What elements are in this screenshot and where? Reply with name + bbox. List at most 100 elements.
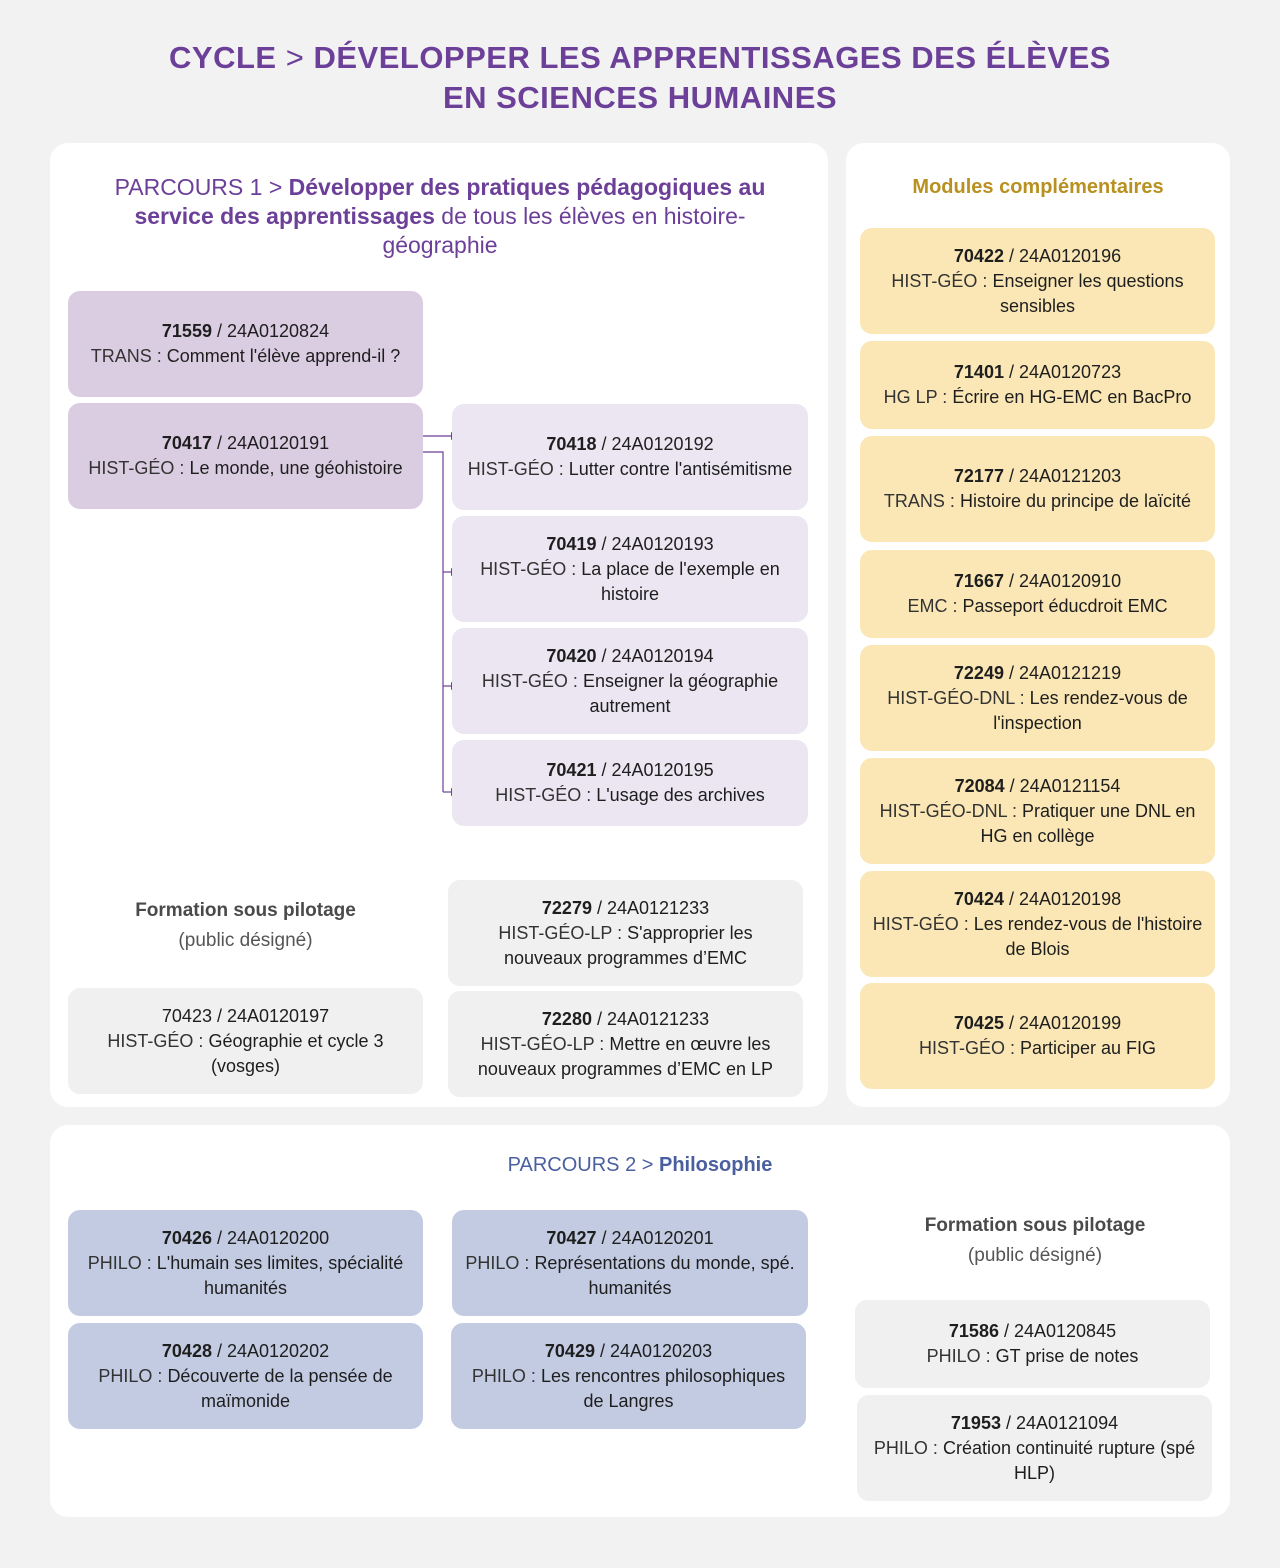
course-card-70421[interactable]: 70421 / 24A0120195 HIST-GÉO : L'usage de… xyxy=(452,740,808,826)
course-id: 24A0121154 xyxy=(1019,775,1121,796)
title-main-line1: DÉVELOPPER LES APPRENTISSAGES DES ÉLÈVES xyxy=(313,40,1111,75)
course-code: 72249 xyxy=(953,662,1004,683)
course-domain: TRANS : xyxy=(90,346,162,366)
course-id: 24A0120201 xyxy=(611,1227,714,1248)
course-domain: HIST-GÉO : xyxy=(918,1038,1015,1058)
module-card-71667[interactable]: 71667 / 24A0120910 EMC : Passeport éducd… xyxy=(860,550,1215,638)
course-label: GT prise de notes xyxy=(995,1346,1139,1366)
course-label: Lutter contre l'antisémitisme xyxy=(568,459,793,479)
course-code: 72280 xyxy=(541,1008,592,1029)
parcours2-label: PARCOURS 2 > xyxy=(507,1154,654,1176)
course-domain: HIST-GÉO : xyxy=(88,458,185,478)
module-card-70424[interactable]: 70424 / 24A0120198 HIST-GÉO : Les rendez… xyxy=(860,871,1215,977)
course-code: 71401 xyxy=(953,362,1004,382)
course-domain: HIST-GÉO-LP : xyxy=(480,1033,605,1054)
course-card-70428[interactable]: 70428 / 24A0120202 PHILO : Découverte de… xyxy=(68,1323,423,1429)
course-code: 72279 xyxy=(541,897,592,918)
course-code: 70418 xyxy=(546,434,597,454)
parcours1-rest: de tous les élèves en histoire-géographi… xyxy=(382,203,746,258)
course-id: 24A0121233 xyxy=(606,897,710,918)
course-label: Les rendez-vous de l'histoire de Blois xyxy=(973,913,1203,959)
course-card-70420[interactable]: 70420 / 24A0120194 HIST-GÉO : Enseigner … xyxy=(452,628,808,734)
parcours1-label: PARCOURS 1 > xyxy=(114,174,283,200)
course-domain: PHILO : xyxy=(465,1252,530,1273)
course-card-70426[interactable]: 70426 / 24A0120200 PHILO : L'humain ses … xyxy=(68,1210,423,1316)
course-domain: HIST-GÉO : xyxy=(481,670,578,691)
course-label: La place de l'exemple en histoire xyxy=(581,558,780,604)
course-code: 71953 xyxy=(950,1412,1001,1433)
course-card-70417[interactable]: 70417 / 24A0120191 HIST-GÉO : Le monde, … xyxy=(68,403,423,509)
course-label: Participer au FIG xyxy=(1019,1038,1157,1058)
course-card-72280[interactable]: 72280 / 24A0121233 HIST-GÉO-LP : Mettre … xyxy=(448,991,803,1097)
course-card-71559[interactable]: 71559 / 24A0120824 TRANS : Comment l'élè… xyxy=(68,291,423,397)
course-domain: HIST-GÉO : xyxy=(891,270,988,291)
course-id: 24A0120200 xyxy=(226,1227,330,1248)
course-label: Histoire du principe de laïcité xyxy=(959,491,1192,511)
course-id: 24A0120194 xyxy=(611,645,714,666)
course-label: Comment l'élève apprend-il ? xyxy=(166,346,401,366)
course-domain: HIST-GÉO-LP : xyxy=(498,922,623,943)
course-card-70419[interactable]: 70419 / 24A0120193 HIST-GÉO : La place d… xyxy=(452,516,808,622)
course-code: 70423 xyxy=(161,1005,212,1026)
course-card-71586[interactable]: 71586 / 24A0120845 PHILO : GT prise de n… xyxy=(855,1300,1210,1388)
course-domain: HG LP : xyxy=(883,387,948,407)
course-domain: HIST-GÉO-DNL : xyxy=(887,687,1025,708)
course-label: Création continuité rupture (spé HLP) xyxy=(942,1437,1196,1483)
course-domain: HIST-GÉO : xyxy=(107,1030,204,1051)
page-title: CYCLE > DÉVELOPPER LES APPRENTISSAGES DE… xyxy=(0,38,1280,118)
parcours2-bold: Philosophie xyxy=(659,1154,773,1176)
pilot-subtitle: (public désigné) xyxy=(967,1245,1103,1266)
title-separator: > xyxy=(285,40,305,75)
course-id: 24A0120202 xyxy=(226,1340,330,1361)
course-label: Enseigner la géographie autrement xyxy=(582,670,779,716)
course-id: 24A0120191 xyxy=(226,433,330,453)
course-card-70429[interactable]: 70429 / 24A0120203 PHILO : Les rencontre… xyxy=(451,1323,806,1429)
course-id: 24A0120723 xyxy=(1018,362,1122,382)
course-id: 24A0121094 xyxy=(1015,1412,1119,1433)
course-id: 24A0120195 xyxy=(611,760,714,780)
module-card-72177[interactable]: 72177 / 24A0121203 TRANS : Histoire du p… xyxy=(860,436,1215,542)
course-label: Les rencontres philosophiques de Langres xyxy=(540,1365,786,1411)
module-card-71401[interactable]: 71401 / 24A0120723 HG LP : Écrire en HG-… xyxy=(860,341,1215,429)
course-code: 72177 xyxy=(953,466,1004,486)
course-id: 24A0120845 xyxy=(1013,1321,1117,1341)
course-code: 70429 xyxy=(544,1340,595,1361)
course-label: Les rendez-vous de l'inspection xyxy=(993,687,1188,733)
course-code: 70425 xyxy=(953,1013,1004,1033)
course-label: Découverte de la pensée de maïmonide xyxy=(167,1365,393,1411)
module-card-70422[interactable]: 70422 / 24A0120196 HIST-GÉO : Enseigner … xyxy=(860,228,1215,334)
course-code: 71559 xyxy=(161,321,212,341)
course-label: L'usage des archives xyxy=(596,785,765,805)
module-card-70425[interactable]: 70425 / 24A0120199 HIST-GÉO : Participer… xyxy=(860,983,1215,1089)
course-code: 70426 xyxy=(161,1227,212,1248)
pilot-subtitle: (public désigné) xyxy=(178,930,313,951)
parcours1-pilot-heading: Formation sous pilotage (public désigné) xyxy=(68,896,423,956)
module-card-72249[interactable]: 72249 / 24A0121219 HIST-GÉO-DNL : Les re… xyxy=(860,645,1215,751)
pilot-title: Formation sous pilotage xyxy=(924,1215,1146,1236)
course-card-70427[interactable]: 70427 / 24A0120201 PHILO : Représentatio… xyxy=(452,1210,808,1316)
course-code: 70424 xyxy=(953,888,1004,909)
course-id: 24A0120198 xyxy=(1018,888,1122,909)
course-label: Passeport éducdroit EMC xyxy=(962,596,1168,616)
course-label: Pratiquer une DNL en HG en collège xyxy=(980,800,1196,846)
course-card-70418[interactable]: 70418 / 24A0120192 HIST-GÉO : Lutter con… xyxy=(452,404,808,510)
course-card-72279[interactable]: 72279 / 24A0121233 HIST-GÉO-LP : S'appro… xyxy=(448,880,803,986)
course-id: 24A0120203 xyxy=(609,1340,713,1361)
course-card-70423[interactable]: 70423 / 24A0120197 HIST-GÉO : Géographie… xyxy=(68,988,423,1094)
title-main-line2: EN SCIENCES HUMAINES xyxy=(442,80,838,115)
course-domain: PHILO : xyxy=(873,1437,938,1458)
course-card-71953[interactable]: 71953 / 24A0121094 PHILO : Création cont… xyxy=(857,1395,1212,1501)
course-domain: HIST-GÉO : xyxy=(495,785,592,805)
course-code: 70419 xyxy=(546,533,597,554)
course-code: 70428 xyxy=(161,1340,212,1361)
course-id: 24A0120199 xyxy=(1018,1013,1122,1033)
module-card-72084[interactable]: 72084 / 24A0121154 HIST-GÉO-DNL : Pratiq… xyxy=(860,758,1215,864)
course-domain: HIST-GÉO-DNL : xyxy=(879,800,1017,821)
course-label: S'approprier les nouveaux programmes d’E… xyxy=(503,922,753,968)
course-label: Le monde, une géohistoire xyxy=(189,458,403,478)
course-domain: PHILO : xyxy=(926,1346,991,1366)
parcours2-pilot-heading: Formation sous pilotage (public désigné) xyxy=(855,1211,1215,1271)
course-id: 24A0120197 xyxy=(226,1005,330,1026)
course-label: Enseigner les questions sensibles xyxy=(992,270,1184,316)
course-domain: PHILO : xyxy=(87,1252,152,1273)
